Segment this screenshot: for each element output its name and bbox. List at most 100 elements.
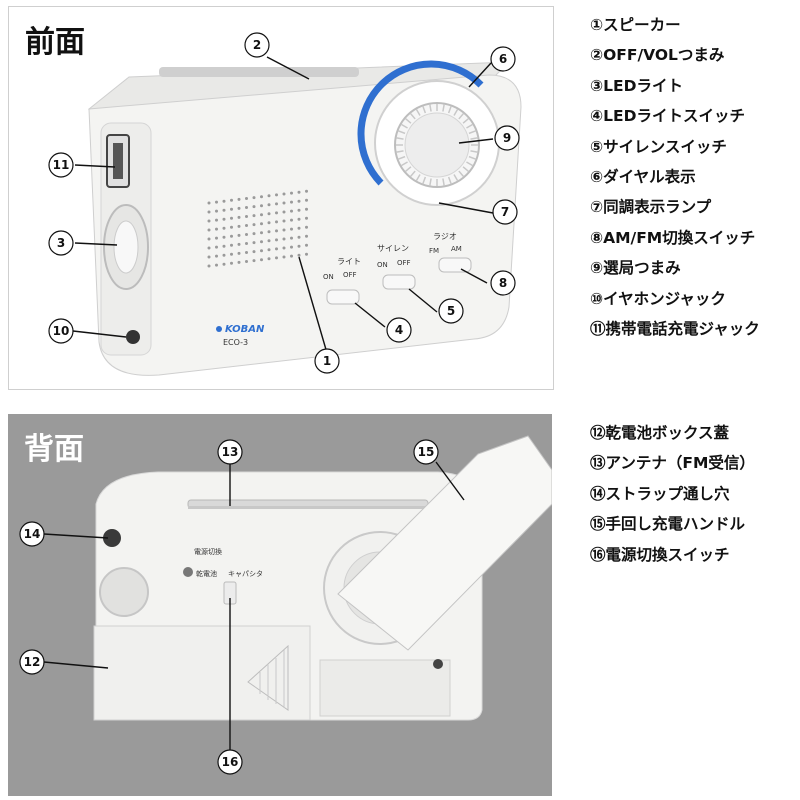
knob-ridge [398,155,406,160]
grille-hole [245,251,248,254]
legend-item-tuning-knob: ⑨選局つまみ [590,259,681,278]
power-switch-title: 電源切換 [194,547,222,556]
grille-hole [290,191,293,195]
svg-text:12: 12 [24,655,41,669]
front-callouts: 2 6 9 7 8 5 4 1 3 11 10 [48,32,520,374]
callout-6: 6 [490,46,516,72]
grille-hole [222,235,226,239]
brand-dot [216,326,222,332]
grille-hole [260,258,263,262]
grille-hole [230,216,233,220]
rear-recess [99,567,149,617]
grille-hole [207,219,211,223]
grille-hole [207,210,211,214]
grille-hole [222,199,226,203]
grille-hole [267,212,271,216]
legend-item-led-light: ③LEDライト [590,76,683,95]
grille-hole [207,264,211,268]
grille-hole [215,200,218,204]
knob-ridge [468,155,476,160]
grille-hole [252,205,256,209]
svg-text:16: 16 [222,755,239,769]
knob-ridge [466,123,473,129]
grille-hole [275,202,278,206]
grille-hole [267,239,271,243]
back-title: 背面 [24,432,84,467]
knob-ridge [447,176,452,184]
back-panel: 背面 電源切換 乾電池 キャパシタ [8,414,552,796]
grille-hole [215,236,218,240]
grille-hole [290,254,293,258]
knob-ridge [470,150,478,153]
grille-hole [267,230,271,234]
grille-hole [237,242,241,246]
callout-4: 4 [386,317,412,343]
grille-hole [260,204,263,208]
grille-hole [297,190,301,194]
grille-hole [237,233,241,237]
svg-text:4: 4 [395,323,403,337]
grille-hole [305,216,308,220]
grille-hole [275,247,278,251]
grille-hole [245,197,248,200]
svg-text:14: 14 [24,527,41,541]
knob-ridge [429,178,432,186]
knob-ridges [396,104,478,186]
legend-item-speaker: ①スピーカー [590,16,681,34]
knob-ridge [396,137,404,140]
grille-hole [260,231,263,235]
knob-ridge [468,130,476,135]
grille-hole [282,201,286,205]
svg-text:13: 13 [222,445,239,459]
legend-item-power-switch: ⑯電源切換スイッチ [590,545,730,564]
power-switch-screw [183,567,193,577]
grille-hole [267,194,271,198]
knob-ridge [442,104,445,112]
callout-9: 9 [494,125,520,151]
legend-item-battery-lid: ⑫乾電池ボックス蓋 [590,424,730,442]
back-legend: ⑫乾電池ボックス蓋 ⑬アンテナ（FM受信） ⑭ストラップ通し穴 ⑮手回し充電ハン… [590,418,755,570]
grille-hole [297,199,301,203]
callout-10: 10 [48,318,74,344]
grille-hole [275,256,278,260]
grille-hole [260,213,263,217]
knob-ridge [405,118,412,124]
knob-ridge [462,118,469,124]
grille-hole [230,252,233,256]
svg-text:3: 3 [57,236,65,250]
grille-hole [305,252,308,256]
grille-hole [290,200,293,204]
grille-hole [245,233,248,236]
svg-text:11: 11 [53,158,70,172]
crank-handle [337,435,552,651]
brand-logo: KOBAN [225,324,265,335]
grille-hole [207,237,211,241]
legend-item-siren-switch: ⑤サイレンスイッチ [590,137,727,156]
grille-hole [215,209,218,213]
grille-hole [230,207,233,211]
grille-hole [207,201,211,205]
grille-hole [207,228,211,232]
grille-hole [267,257,271,261]
grille-hole [230,261,233,265]
grille-hole [245,224,248,227]
grille-hole [305,243,308,247]
light-label: ライト [337,257,361,266]
svg-text:8: 8 [499,276,507,290]
grille-hole [260,240,263,244]
grille-hole [267,203,271,207]
grille-hole [297,244,301,248]
knob-ridge [415,174,421,181]
knob-ridge [422,106,427,114]
front-title: 前面 [25,25,85,60]
grille-hole [290,236,293,240]
grille-hole [260,249,263,253]
grille-hole [245,215,248,218]
model-label: ECO-3 [223,338,248,347]
grille-hole [245,206,248,209]
grille-hole [237,251,241,255]
knob-ridge [405,166,412,172]
grille-hole [237,260,241,264]
grille-hole [215,254,218,258]
svg-text:1: 1 [323,354,331,368]
